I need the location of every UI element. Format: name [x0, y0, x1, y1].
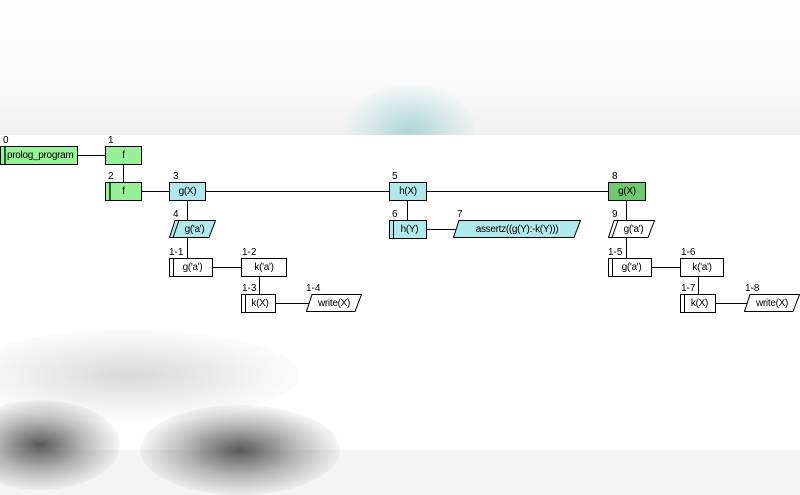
node-k-x-1-3[interactable]: k(X)	[241, 294, 276, 313]
node-label: g(X)	[618, 186, 636, 197]
node-k-a-1-6[interactable]: k('a')	[680, 258, 724, 277]
parallelogram-shape	[608, 220, 655, 238]
node-g-a-1-1[interactable]: g('a')	[169, 258, 213, 277]
node-f-1[interactable]: f	[105, 146, 142, 165]
node-g-x-3[interactable]: g(X)	[169, 182, 206, 201]
node-id-label: 0	[3, 135, 9, 146]
node-f-2[interactable]: f	[105, 182, 142, 201]
node-write-x-1-4[interactable]: write(X)	[306, 294, 362, 312]
node-id-label: 1-7	[681, 283, 696, 294]
node-h-y-6[interactable]: h(Y)	[389, 220, 427, 239]
node-label: f	[122, 150, 125, 161]
node-label: h(X)	[399, 186, 417, 197]
flowchart-canvas: 0 prolog_program 1 f 2 f 3 g(X) 4 g('a')…	[0, 135, 800, 313]
edge-3-5	[206, 191, 389, 192]
node-label: k(X)	[251, 298, 269, 309]
node-k-a-1-2[interactable]: k('a')	[241, 258, 287, 277]
edge-1-6-1-7	[698, 277, 699, 295]
node-id-label: 4	[173, 209, 179, 220]
node-id-label: 1-4	[306, 283, 321, 294]
node-label: prolog_program	[7, 150, 74, 161]
blurred-background-dark-spot-right	[140, 405, 340, 495]
node-label: g('a')	[623, 223, 644, 235]
node-prolog-program[interactable]: prolog_program	[0, 146, 78, 165]
node-label: k(X)	[690, 298, 709, 309]
parallelogram-shape	[744, 294, 800, 312]
node-id-label: 6	[392, 209, 398, 220]
node-id-label: 5	[392, 171, 398, 182]
node-id-label: 1-6	[681, 247, 696, 258]
node-id-label: 1-1	[169, 247, 184, 258]
edge-1-7-1-8	[716, 303, 747, 304]
parallelogram-shape	[169, 220, 216, 238]
node-label: h(Y)	[400, 224, 419, 235]
edge-5-8	[427, 191, 608, 192]
edge-9-1-5	[626, 238, 627, 258]
node-id-label: 1-2	[242, 247, 257, 258]
node-label: k('a')	[692, 262, 712, 273]
edge-1-1-1-2	[213, 267, 241, 268]
node-assertz-7[interactable]: assertz((g(Y):-k(Y)))	[453, 220, 581, 238]
node-g-a-4[interactable]: g('a')	[169, 220, 216, 238]
edge-3-4	[187, 201, 188, 220]
edge-8-9	[626, 201, 627, 220]
node-label: assertz((g(Y):-k(Y)))	[475, 223, 559, 235]
node-label: g('a')	[184, 223, 205, 235]
node-h-x-5[interactable]: h(X)	[389, 182, 427, 201]
node-label: f	[122, 186, 125, 197]
node-label: k('a')	[254, 262, 274, 273]
node-g-a-9[interactable]: g('a')	[608, 220, 655, 238]
edge-1-3-1-4	[276, 303, 309, 304]
edge-0-1	[78, 155, 105, 156]
edge-2-3	[142, 191, 169, 192]
node-g-a-1-5[interactable]: g('a')	[608, 258, 652, 277]
node-id-label: 3	[173, 171, 179, 182]
edge-6-7	[427, 229, 457, 230]
node-label: write(X)	[755, 297, 789, 309]
node-id-label: 1-3	[242, 283, 257, 294]
parallelogram-shape	[306, 294, 362, 312]
node-write-x-1-8[interactable]: write(X)	[744, 294, 800, 312]
node-id-label: 1	[108, 135, 114, 146]
node-label: g(X)	[178, 186, 197, 197]
edge-4-1-1	[187, 238, 188, 258]
node-label: g('a')	[621, 262, 642, 273]
node-id-label: 9	[612, 209, 618, 220]
node-label: write(X)	[317, 297, 351, 309]
node-k-x-1-7[interactable]: k(X)	[680, 294, 716, 313]
node-label: g('a')	[182, 262, 203, 273]
node-id-label: 7	[457, 209, 463, 220]
edge-1-2	[123, 165, 124, 182]
node-id-label: 8	[612, 171, 618, 182]
edge-5-6	[407, 201, 408, 220]
parallelogram-shape	[453, 220, 581, 238]
edge-1-2-1-3	[259, 277, 260, 295]
node-id-label: 1-5	[608, 247, 623, 258]
node-id-label: 2	[108, 171, 114, 182]
edge-1-5-1-6	[652, 267, 680, 268]
node-g-x-8-selected[interactable]: g(X)	[608, 182, 646, 201]
node-id-label: 1-8	[745, 283, 760, 294]
